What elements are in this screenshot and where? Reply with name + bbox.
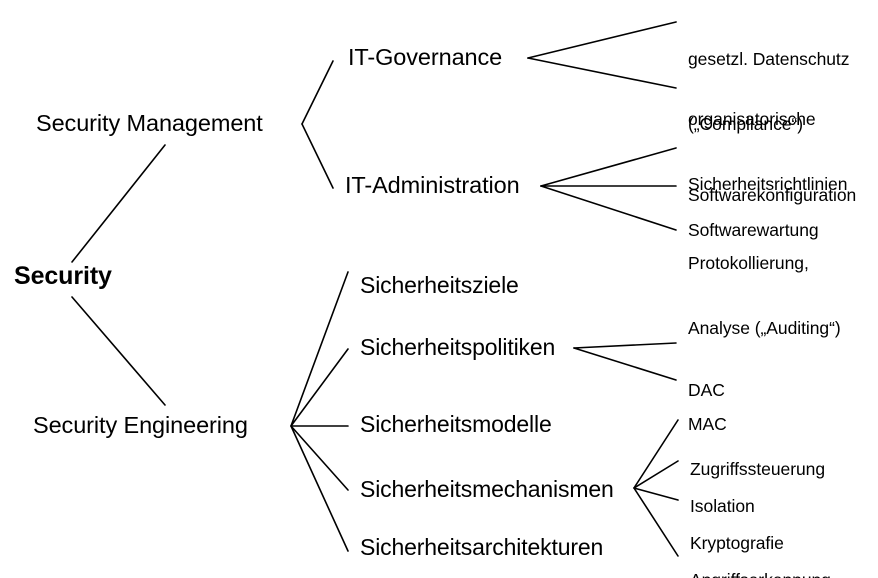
node-sicherheitspolitiken[interactable]: Sicherheitspolitiken — [360, 334, 556, 360]
node-security-management[interactable]: Security Management — [36, 110, 263, 136]
edge-it-administration-to-softwarekonfiguration — [540, 147, 677, 187]
edge-security-engineering-to-sicherheitspolitiken — [290, 348, 349, 427]
edge-it-administration-to-protokollierung — [540, 185, 677, 231]
node-security-engineering[interactable]: Security Engineering — [33, 412, 248, 438]
edge-security-to-security-engineering — [71, 296, 166, 406]
leaf-line-1: Zugriffssteuerung — [690, 458, 826, 479]
leaf-line-1: Kryptografie — [690, 532, 784, 553]
node-it-administration[interactable]: IT-Administration — [345, 172, 520, 198]
node-sicherheitsmechanismen[interactable]: Sicherheitsmechanismen — [360, 476, 614, 502]
leaf-line-1: DAC — [688, 379, 725, 400]
edge-security-engineering-to-sicherheitsziele — [290, 271, 349, 427]
leaf-protokollierung-analyse[interactable]: Protokollierung, Analyse („Auditing“) — [688, 209, 841, 384]
edge-security-management-to-it-governance — [301, 60, 334, 125]
edge-security-management-to-it-administration — [301, 123, 334, 189]
leaf-zugriffssteuerung[interactable]: Zugriffssteuerung — [690, 415, 825, 524]
leaf-line-1: MAC — [688, 413, 727, 434]
node-sicherheitsziele[interactable]: Sicherheitsziele — [360, 272, 519, 298]
leaf-line-1: Softwarewartung — [688, 219, 819, 240]
leaf-line-1: Protokollierung, — [688, 252, 809, 273]
leaf-line-1: Softwarekonfiguration — [688, 184, 857, 205]
leaf-line-1: gesetzl. Datenschutz — [688, 48, 850, 69]
leaf-mac[interactable]: MAC — [688, 370, 727, 479]
edge-security-to-security-management — [71, 144, 166, 263]
edge-sicherheitsmechanismen-to-kryptografie — [633, 487, 679, 501]
leaf-line-2: Sicherheitsrichtlinien — [688, 174, 848, 195]
edge-sicherheitsmechanismen-to-isolation — [633, 460, 679, 489]
leaf-line-2: Analyse („Auditing“) — [688, 318, 841, 339]
leaf-line-2: („Compliance“) — [688, 114, 804, 135]
node-sicherheitsarchitekturen[interactable]: Sicherheitsarchitekturen — [360, 534, 604, 560]
node-it-governance[interactable]: IT-Governance — [348, 44, 503, 70]
edge-security-engineering-to-sicherheitsarchitekturen — [290, 425, 349, 552]
leaf-gesetzl-datenschutz[interactable]: gesetzl. Datenschutz („Compliance“) — [688, 5, 850, 180]
leaf-softwarewartung[interactable]: Softwarewartung — [688, 176, 819, 285]
edge-it-governance-to-richtlinien — [527, 57, 677, 89]
edge-sicherheitsmechanismen-to-zugriffssteuerung — [633, 419, 679, 489]
leaf-softwarekonfiguration[interactable]: Softwarekonfiguration — [688, 141, 856, 250]
node-security-root[interactable]: Security — [14, 262, 112, 290]
leaf-line-1: Angriffserkennung — [690, 570, 847, 578]
leaf-isolation[interactable]: Isolation — [690, 452, 755, 561]
leaf-line-1: Isolation — [690, 495, 755, 516]
edge-sicherheitspolitiken-to-dac — [573, 342, 677, 349]
leaf-dac[interactable]: DAC — [688, 336, 725, 445]
edge-sicherheitspolitiken-to-mac — [573, 347, 677, 381]
leaf-line-1: organisatorische — [688, 108, 816, 129]
leaf-angriffserkennung[interactable]: Angriffserkennung (Intrusion Detection) — [690, 526, 847, 578]
leaf-organisatorische-sicherheitsrichtlinien[interactable]: organisatorische Sicherheitsrichtlinien — [688, 65, 847, 240]
edge-it-governance-to-datenschutz — [527, 21, 677, 59]
leaf-kryptografie[interactable]: Kryptografie — [690, 489, 784, 578]
node-sicherheitsmodelle[interactable]: Sicherheitsmodelle — [360, 411, 552, 437]
edge-security-engineering-to-sicherheitsmechanismen — [290, 425, 349, 491]
edge-sicherheitsmechanismen-to-angriffserkennung — [633, 487, 679, 557]
